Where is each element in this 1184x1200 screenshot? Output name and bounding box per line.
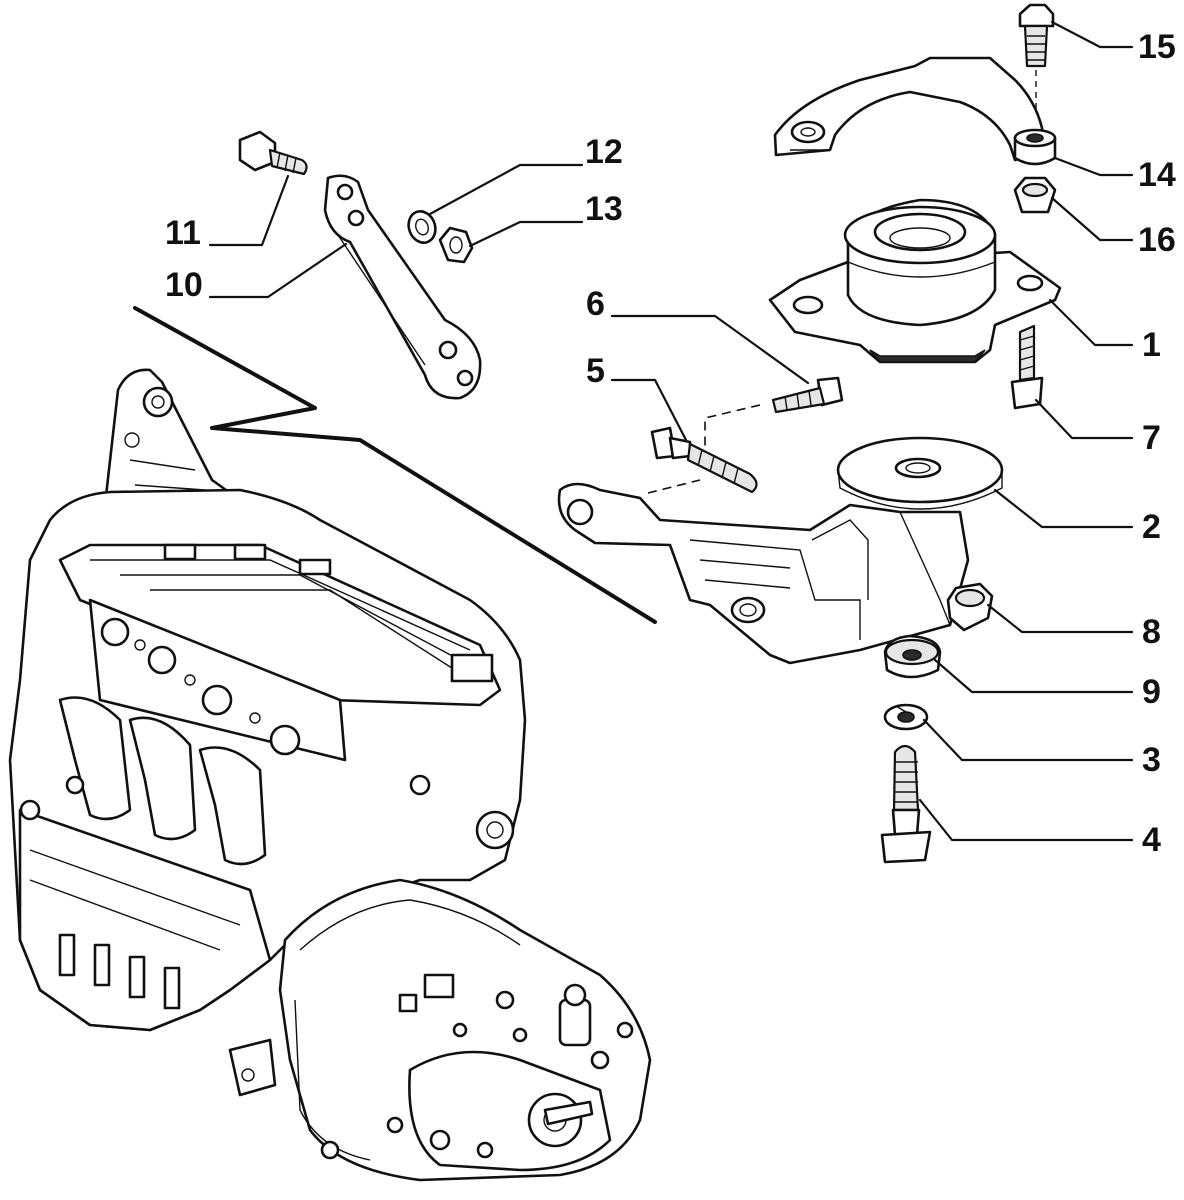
- callout-5: 5: [586, 352, 605, 390]
- callout-16: 16: [1138, 221, 1176, 259]
- part-9-washer: [883, 634, 942, 679]
- part-6-bolt: [771, 376, 844, 414]
- leader-lines: [208, 20, 1134, 842]
- callout-9: 9: [1142, 673, 1161, 711]
- part-2-lower-bracket: [557, 436, 1004, 665]
- callout-12: 12: [585, 133, 623, 171]
- axis-line-6: [704, 404, 761, 450]
- callout-3: 3: [1142, 741, 1161, 779]
- part-15-bolt: [1018, 3, 1055, 120]
- part-12-washer: [407, 210, 437, 244]
- callout-8: 8: [1142, 613, 1161, 651]
- part-7-stud-bolt: [1010, 324, 1044, 410]
- callout-6: 6: [586, 285, 605, 323]
- axis-line-5: [647, 479, 701, 494]
- engine-assembly: [8, 368, 652, 1182]
- part-11-bolt: [238, 130, 308, 176]
- callout-10: 10: [165, 266, 203, 304]
- part-16-nut: [1013, 176, 1057, 214]
- callout-labels: 15 14 16 1 7 2 8 9 3 4 6 5 11 10 12 13: [165, 28, 1176, 859]
- break-line: [133, 306, 657, 624]
- callout-2: 2: [1142, 508, 1161, 546]
- callout-15: 15: [1138, 28, 1176, 66]
- part-5-bolt: [650, 426, 758, 494]
- part-8-nut: [946, 582, 994, 632]
- part-1-mount: [768, 198, 1062, 364]
- part-13-nut: [438, 226, 474, 264]
- part-4-bolt: [880, 744, 932, 864]
- callout-1: 1: [1142, 326, 1161, 364]
- callout-7: 7: [1142, 419, 1161, 457]
- callout-11: 11: [165, 214, 201, 252]
- callout-4: 4: [1142, 821, 1161, 859]
- part-3-lock-washer: [883, 703, 929, 731]
- callout-14: 14: [1138, 156, 1176, 194]
- part-10-torque-rod: [323, 174, 482, 400]
- callout-13: 13: [585, 190, 623, 228]
- part-14-upper-bracket: [773, 56, 1057, 166]
